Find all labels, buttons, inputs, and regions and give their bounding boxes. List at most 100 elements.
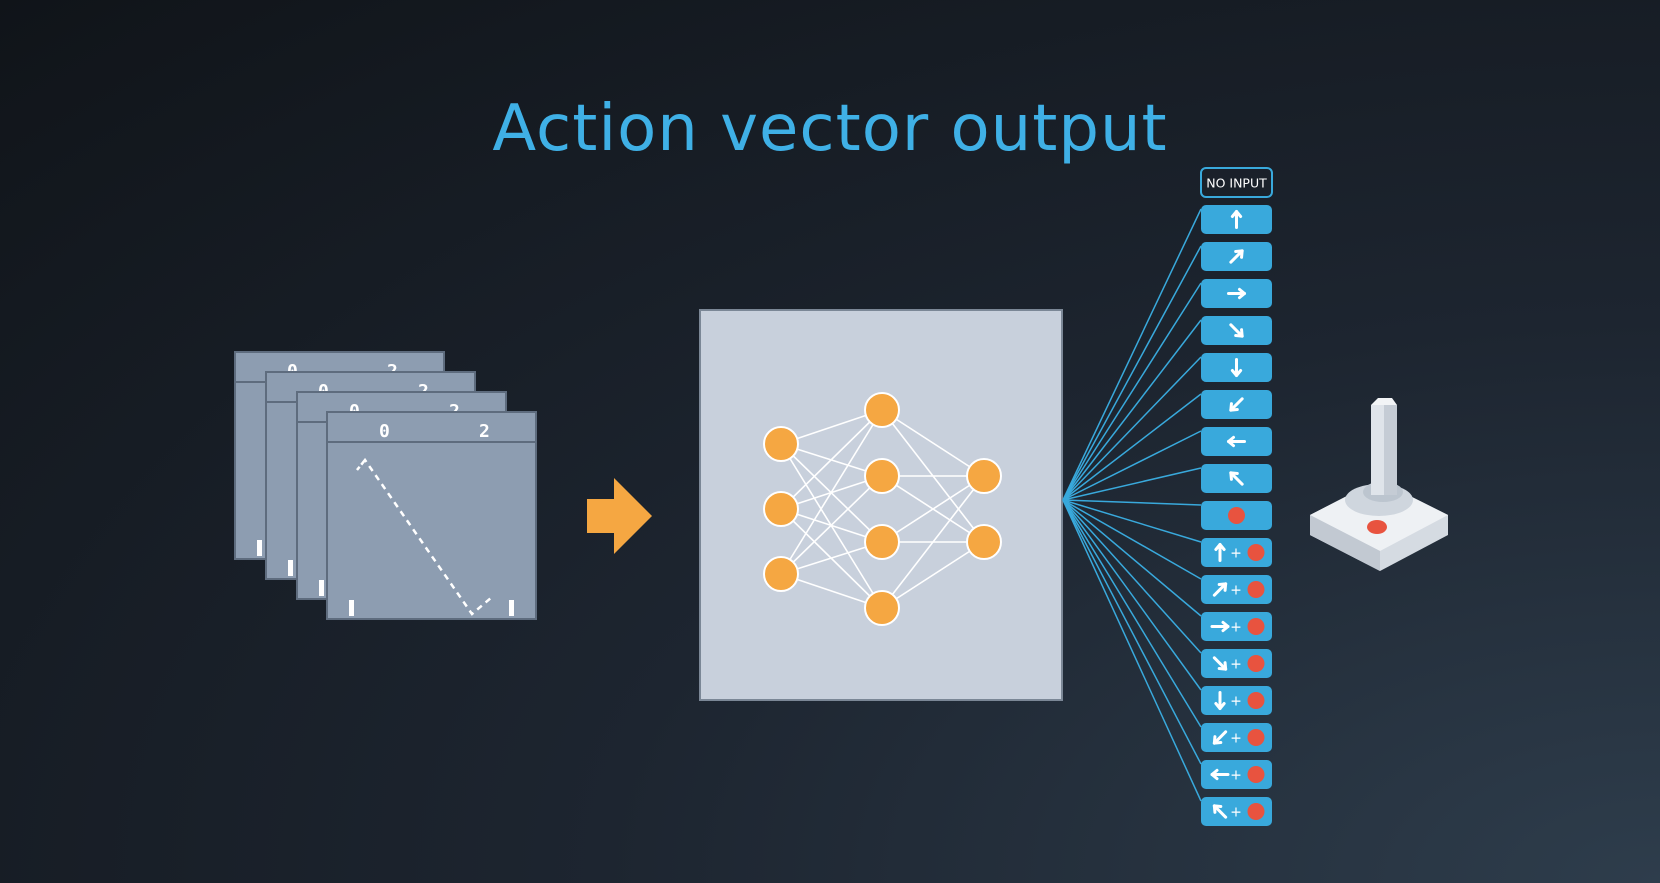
up-arrow-icon: [1214, 543, 1226, 562]
fan-line: [1062, 499, 1202, 543]
action-button: [1201, 353, 1272, 382]
left-arrow-icon: [1210, 768, 1230, 781]
fire-button-icon: [1247, 692, 1265, 709]
fan-line: [1062, 467, 1202, 501]
fan-line: [1062, 499, 1202, 765]
network-edge: [881, 409, 985, 477]
fan-line: [1062, 319, 1202, 501]
paddle-left: [257, 540, 262, 556]
score-left: 0: [379, 421, 390, 442]
action-button: +: [1201, 686, 1272, 715]
action-button: [1201, 390, 1272, 419]
down-right-arrow-icon: [1229, 323, 1244, 338]
action-button: +: [1201, 612, 1272, 641]
fire-button-icon: [1247, 581, 1265, 598]
fire-button-icon: [1247, 766, 1265, 783]
network-node: [763, 426, 799, 462]
up-right-arrow-icon: [1212, 582, 1228, 597]
network-node: [864, 590, 900, 626]
network-edge: [881, 541, 985, 609]
action-button: [1201, 501, 1272, 530]
action-button: [1201, 242, 1272, 271]
action-button: +: [1201, 575, 1272, 604]
output-fan-lines: [1062, 208, 1202, 802]
up-right-arrow-icon: [1229, 249, 1244, 264]
network-edge: [881, 475, 985, 543]
action-button: +: [1201, 723, 1272, 752]
fan-line: [1062, 430, 1202, 501]
plus-sign: +: [1230, 805, 1242, 821]
action-button: +: [1201, 760, 1272, 789]
network-node: [966, 524, 1002, 560]
network-nodes: [763, 392, 1002, 626]
fan-line: [1062, 499, 1202, 728]
right-arrow-icon: [1210, 620, 1230, 633]
paddle-left: [319, 580, 324, 596]
network-node: [864, 458, 900, 494]
network-node: [864, 524, 900, 560]
up-arrow-icon: [1230, 210, 1243, 229]
fan-line: [1062, 499, 1202, 654]
fire-button-icon: [1247, 803, 1265, 820]
right-arrow-icon: [587, 478, 652, 554]
plus-sign: +: [1230, 546, 1242, 562]
down-left-arrow-icon: [1212, 730, 1228, 745]
network-node: [763, 556, 799, 592]
fire-button-icon: [1247, 618, 1265, 635]
up-left-arrow-icon: [1212, 804, 1228, 819]
action-button: [1201, 205, 1272, 234]
action-button: [1201, 427, 1272, 456]
network-edge: [780, 475, 883, 575]
down-arrow-icon: [1214, 691, 1226, 710]
plus-sign: +: [1230, 694, 1242, 710]
network-edge: [881, 475, 985, 609]
left-arrow-icon: [1227, 435, 1246, 448]
fan-line: [1062, 245, 1202, 501]
fan-line: [1062, 356, 1202, 501]
fire-button-icon: [1228, 507, 1245, 524]
score-right: 2: [479, 421, 490, 442]
action-button: [1201, 279, 1272, 308]
plus-sign: +: [1230, 768, 1242, 784]
ball-trajectory: [356, 457, 493, 616]
paddle-left: [349, 600, 354, 616]
fan-line: [1062, 499, 1202, 617]
paddle-right: [509, 600, 514, 616]
action-button: +: [1201, 538, 1272, 567]
network-node: [864, 392, 900, 428]
action-label: NO INPUT: [1206, 176, 1267, 191]
action-button: +: [1201, 649, 1272, 678]
fan-line: [1062, 282, 1202, 501]
fan-line: [1062, 393, 1202, 501]
down-right-arrow-icon: [1212, 656, 1228, 671]
paddle-left: [288, 560, 293, 576]
down-arrow-icon: [1230, 358, 1243, 377]
plus-sign: +: [1230, 620, 1242, 636]
action-button: NO INPUT: [1200, 167, 1273, 198]
action-button: [1201, 464, 1272, 493]
plus-sign: +: [1230, 657, 1242, 673]
page-title: Action vector output: [492, 92, 1168, 166]
fan-line: [1062, 208, 1202, 501]
network-panel: [699, 309, 1063, 701]
action-vector: NO INPUT + + + + + + + +: [1200, 167, 1273, 826]
plus-sign: +: [1230, 731, 1242, 747]
network-edge: [780, 409, 883, 575]
fan-line: [1062, 499, 1202, 802]
action-button: +: [1201, 797, 1272, 826]
fan-line: [1062, 499, 1202, 691]
fan-line: [1062, 499, 1202, 506]
network-edge: [780, 409, 883, 510]
right-arrow-icon: [1227, 287, 1246, 300]
fire-button-icon: [1247, 729, 1265, 746]
fan-line: [1062, 499, 1202, 580]
down-left-arrow-icon: [1229, 397, 1244, 412]
action-button: [1201, 316, 1272, 345]
fire-button-icon: [1247, 655, 1265, 672]
up-left-arrow-icon: [1229, 471, 1244, 486]
network-node: [763, 491, 799, 527]
joystick-icon: [1310, 398, 1448, 571]
fire-button-icon: [1247, 544, 1265, 561]
